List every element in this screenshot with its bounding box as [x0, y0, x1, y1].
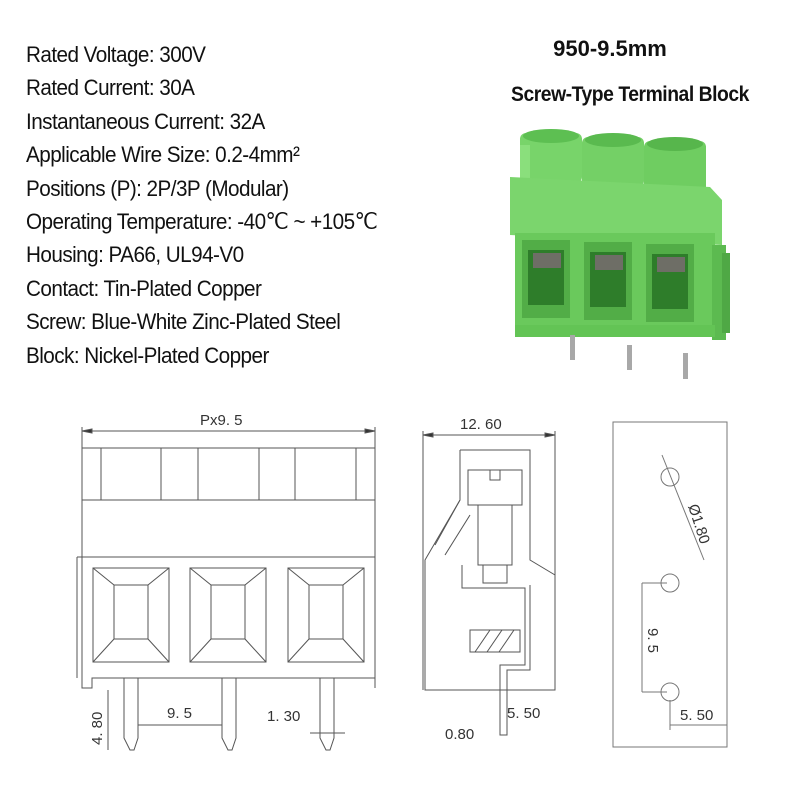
spec-block: Block: Nickel-Plated Copper	[26, 342, 269, 368]
dim-pin-offset: 5. 50	[507, 705, 540, 722]
spec-contact: Contact: Tin-Plated Copper	[26, 275, 262, 301]
spec-rated-current: Rated Current: 30A	[26, 75, 195, 101]
side-view-drawing: 12. 60 5. 50 0.80	[422, 416, 556, 743]
product-model: 950-9.5mm	[553, 36, 667, 61]
dim-edge-offset: 5. 50	[680, 707, 713, 724]
dim-pin-thickness: 0.80	[445, 726, 474, 743]
dim-overall-width: Px9. 5	[200, 412, 243, 429]
dim-pin-length: 4. 80	[89, 712, 106, 745]
pins	[570, 335, 688, 379]
front-windows	[92, 567, 365, 663]
dim-hole-pitch: 9. 5	[644, 628, 661, 653]
spec-screw: Screw: Blue-White Zinc-Plated Steel	[26, 309, 341, 335]
spec-operating-temperature: Operating Temperature: -40℃ ~ +105℃	[26, 209, 378, 235]
dim-depth: 12. 60	[460, 416, 502, 433]
front-pins	[123, 678, 335, 751]
screw-towers	[520, 129, 706, 193]
front-view-drawing: Px9. 5 9. 5 1. 30 4. 80	[76, 412, 376, 751]
spec-housing: Housing: PA66, UL94-V0	[26, 242, 244, 268]
spec-positions: Positions (P): 2P/3P (Modular)	[26, 175, 289, 201]
product-type: Screw-Type Terminal Block	[511, 83, 749, 106]
housing-top	[510, 177, 722, 245]
dim-hole-diameter: Ø1.80	[684, 502, 713, 546]
spec-rated-voltage: Rated Voltage: 300V	[26, 42, 206, 67]
spec-wire-size: Applicable Wire Size: 0.2-4mm²	[26, 142, 300, 168]
spec-instantaneous-current: Instantaneous Current: 32A	[26, 108, 265, 134]
pcb-layout-drawing: Ø1.80 9. 5 5. 50	[612, 421, 728, 748]
dim-pin-pitch: 9. 5	[167, 705, 192, 722]
wire-entries	[522, 240, 694, 322]
spec-list: Rated Voltage: 300V Rated Current: 30A I…	[26, 38, 408, 372]
product-illustration	[510, 129, 730, 379]
dim-pin-width: 1. 30	[267, 708, 300, 725]
